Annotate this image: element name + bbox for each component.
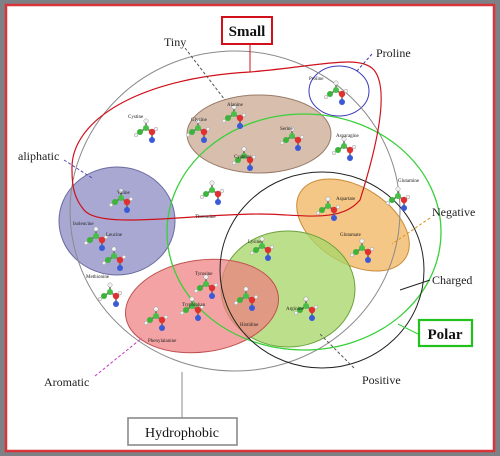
aa-tryptophan: Tryptophan bbox=[182, 303, 206, 308]
polar-box bbox=[417, 318, 474, 348]
aromatic-leader bbox=[94, 337, 143, 377]
aa-glycine: Glycine bbox=[191, 118, 208, 123]
aa-lysine: Lysine bbox=[248, 240, 262, 245]
aa-glutamate: Glutamate bbox=[340, 233, 362, 238]
hydrophobic-box bbox=[127, 417, 238, 446]
aa-glutamine: Glutamine bbox=[398, 179, 420, 184]
small-set bbox=[71, 61, 382, 221]
aa-serine: Serine bbox=[280, 127, 294, 132]
aa-cystine: Cystine bbox=[128, 115, 144, 120]
small-box bbox=[221, 16, 273, 45]
aa-aspartate: Aspartate bbox=[336, 197, 356, 202]
aa-phenylalanine: Phenylalanine bbox=[148, 339, 177, 344]
label-positive: Positive bbox=[362, 373, 401, 387]
negative-leader bbox=[391, 217, 431, 245]
label-tiny: Tiny bbox=[164, 35, 186, 49]
label-hydrophobic: Hydrophobic bbox=[145, 426, 219, 441]
aa-arginine: Arginine bbox=[286, 307, 304, 312]
label-polar: Polar bbox=[428, 327, 463, 343]
label-charged: Charged bbox=[432, 273, 472, 287]
aliphatic-leader bbox=[63, 159, 93, 179]
proline-leader bbox=[355, 53, 373, 73]
aa-threonine: Threonine bbox=[195, 215, 216, 220]
aa-isoleucine: Isoleucine bbox=[73, 222, 94, 227]
charged-leader bbox=[399, 279, 431, 291]
aa-alanine: Alanine bbox=[227, 103, 244, 108]
label-proline: Proline bbox=[376, 46, 411, 60]
label-negative: Negative bbox=[432, 205, 475, 219]
aa-proline: Proline bbox=[309, 77, 324, 82]
positive-leader bbox=[319, 333, 355, 369]
polar-set bbox=[166, 113, 442, 351]
charged-set bbox=[219, 171, 425, 369]
label-aromatic: Aromatic bbox=[44, 375, 89, 389]
polar-leader bbox=[397, 323, 419, 335]
tiny-region bbox=[186, 94, 332, 174]
aa-tyrosine: Tyrosine bbox=[195, 272, 213, 277]
aa-cysteine: Cysteine bbox=[234, 155, 252, 160]
aa-asparagine: Asparagine bbox=[336, 134, 360, 139]
aliphatic-region bbox=[58, 166, 176, 276]
aa-methionine: Methionine bbox=[86, 275, 110, 280]
hydrophobic-set bbox=[69, 50, 401, 372]
label-aliphatic: aliphatic bbox=[18, 149, 59, 163]
aa-valine: Valine bbox=[117, 191, 131, 196]
aa-histidine: Histidine bbox=[240, 323, 259, 328]
tiny-leader bbox=[184, 47, 226, 101]
aa-leucine: Leucine bbox=[106, 233, 123, 238]
label-small: Small bbox=[229, 24, 266, 40]
proline-region bbox=[308, 65, 370, 117]
